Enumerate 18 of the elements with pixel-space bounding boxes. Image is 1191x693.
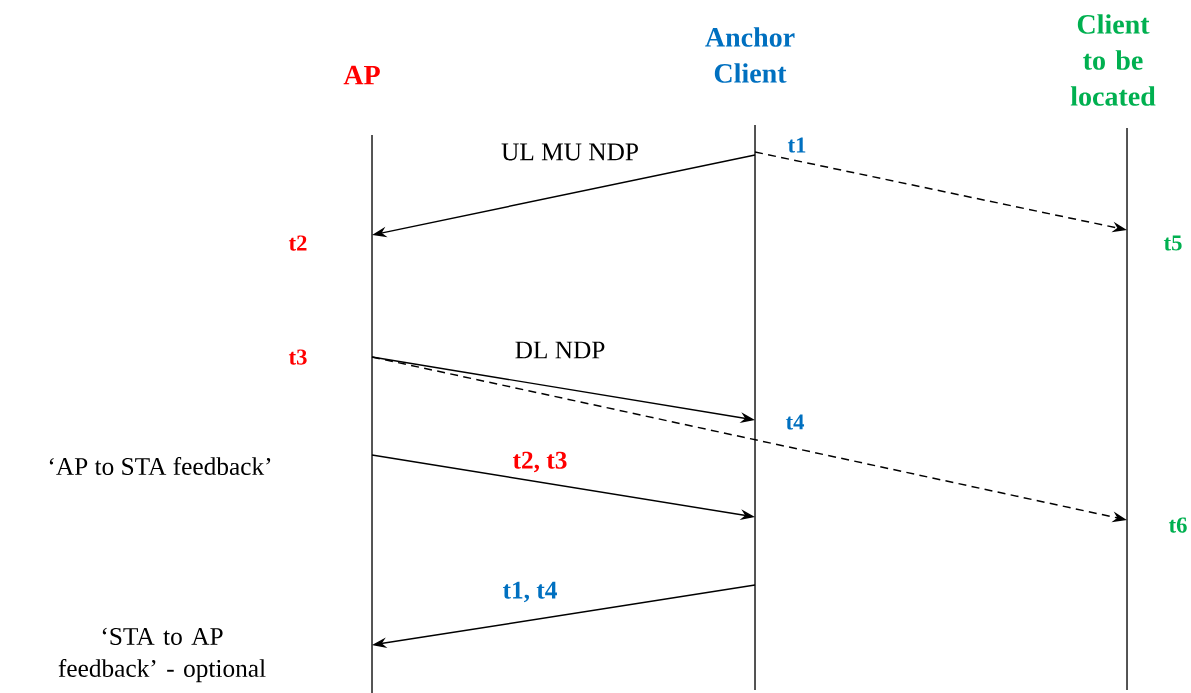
edge-label: DL NDP (513, 340, 607, 360)
lifeline-heading: Anchor Client (705, 27, 795, 83)
timestamp: t5 (1163, 235, 1182, 251)
lifeline-heading: Client to be located (1070, 14, 1156, 106)
timestamp: t3 (288, 349, 307, 365)
feedback-note: ‘AP to STA feedback’ (49, 456, 271, 476)
edge-label: UL MU NDP (499, 142, 641, 162)
lifeline (1126, 127, 1128, 691)
edge-label: t1, t4 (501, 580, 559, 604)
lifeline-heading: AP (343, 65, 380, 85)
lifeline (754, 124, 756, 691)
timestamp: t6 (1168, 517, 1187, 533)
timestamp: t4 (785, 414, 805, 430)
timestamp: t2 (288, 235, 307, 251)
lifeline (371, 134, 373, 693)
feedback-note: ‘STA to AP feedback’ - optional (58, 627, 266, 683)
edge-label: t2, t3 (511, 450, 569, 474)
timestamp: t1 (787, 137, 806, 153)
